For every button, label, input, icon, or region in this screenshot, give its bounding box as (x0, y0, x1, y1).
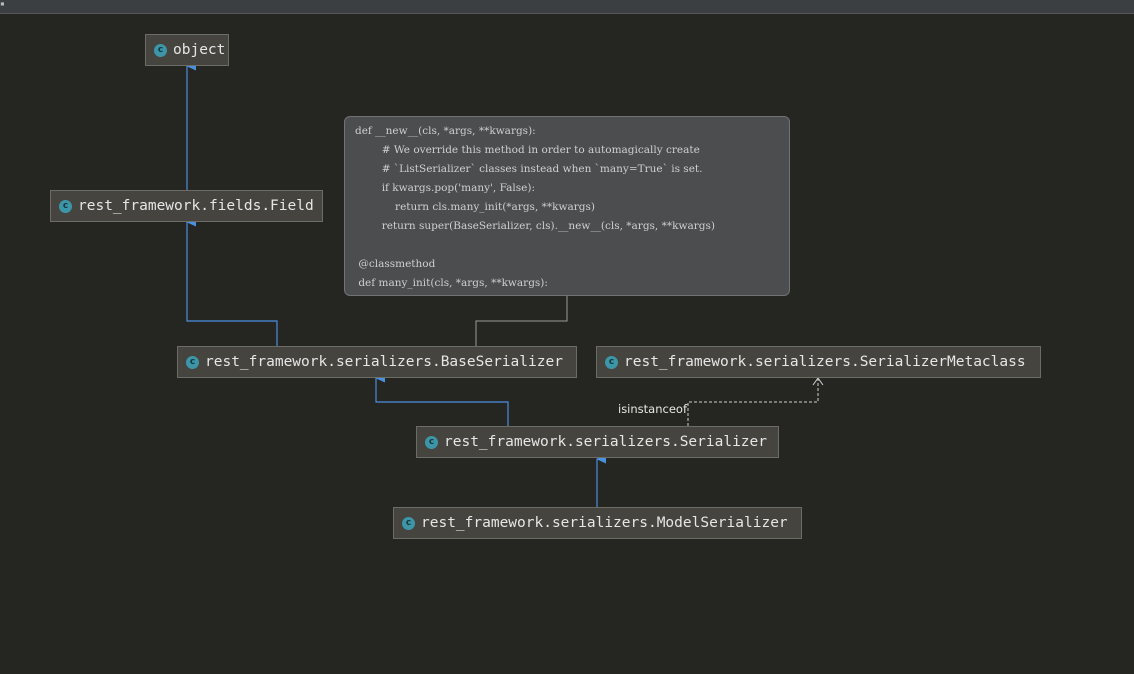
code-line: # `ListSerializer` classes instead when … (355, 163, 703, 175)
node-label: rest_framework.fields.Field (78, 198, 314, 214)
class-icon: c (186, 355, 199, 369)
node-model-serializer[interactable]: c rest_framework.serializers.ModelSerial… (393, 507, 802, 539)
code-line: @classmethod (355, 258, 436, 270)
metaclass-open-arrowhead (812, 377, 824, 386)
node-label: object (173, 42, 226, 58)
top-toolbar: ▪ (0, 0, 1134, 14)
edge-baseserializer-to-field (187, 222, 278, 346)
code-line: return super(BaseSerializer, cls).__new_… (355, 220, 715, 232)
code-tooltip: def __new__(cls, *args, **kwargs): # We … (344, 116, 790, 296)
node-field[interactable]: c rest_framework.fields.Field (50, 190, 323, 222)
class-icon: c (605, 355, 618, 369)
tooltip-pointer-line (475, 296, 568, 346)
node-label: rest_framework.serializers.ModelSerializ… (421, 515, 788, 531)
toolbar-icon[interactable]: ▪ (0, 0, 5, 8)
edge-label-isinstanceof: isinstanceof (618, 402, 687, 416)
class-icon: c (59, 199, 72, 213)
code-line (355, 236, 789, 255)
node-serializer-metaclass[interactable]: c rest_framework.serializers.SerializerM… (596, 346, 1041, 378)
code-line: def __new__(cls, *args, **kwargs): (355, 125, 536, 137)
node-serializer[interactable]: c rest_framework.serializers.Serializer (416, 426, 779, 458)
class-icon: c (154, 43, 167, 57)
code-line: return cls.many_init(*args, **kwargs) (355, 201, 595, 213)
node-object[interactable]: c object (145, 34, 229, 66)
code-line: if kwargs.pop('many', False): (355, 182, 536, 194)
class-icon: c (425, 435, 438, 449)
edge-serializer-to-baseserializer (376, 378, 509, 426)
node-label: rest_framework.serializers.Serializer (444, 434, 768, 450)
node-label: rest_framework.serializers.BaseSerialize… (205, 354, 563, 370)
node-base-serializer[interactable]: c rest_framework.serializers.BaseSeriali… (177, 346, 577, 378)
code-line: # We override this method in order to au… (355, 144, 700, 156)
class-icon: c (402, 516, 415, 530)
edge-serializer-isinstanceof-metaclass (687, 379, 819, 426)
code-line: def many_init(cls, *args, **kwargs): (355, 277, 548, 289)
node-label: rest_framework.serializers.SerializerMet… (624, 354, 1026, 370)
